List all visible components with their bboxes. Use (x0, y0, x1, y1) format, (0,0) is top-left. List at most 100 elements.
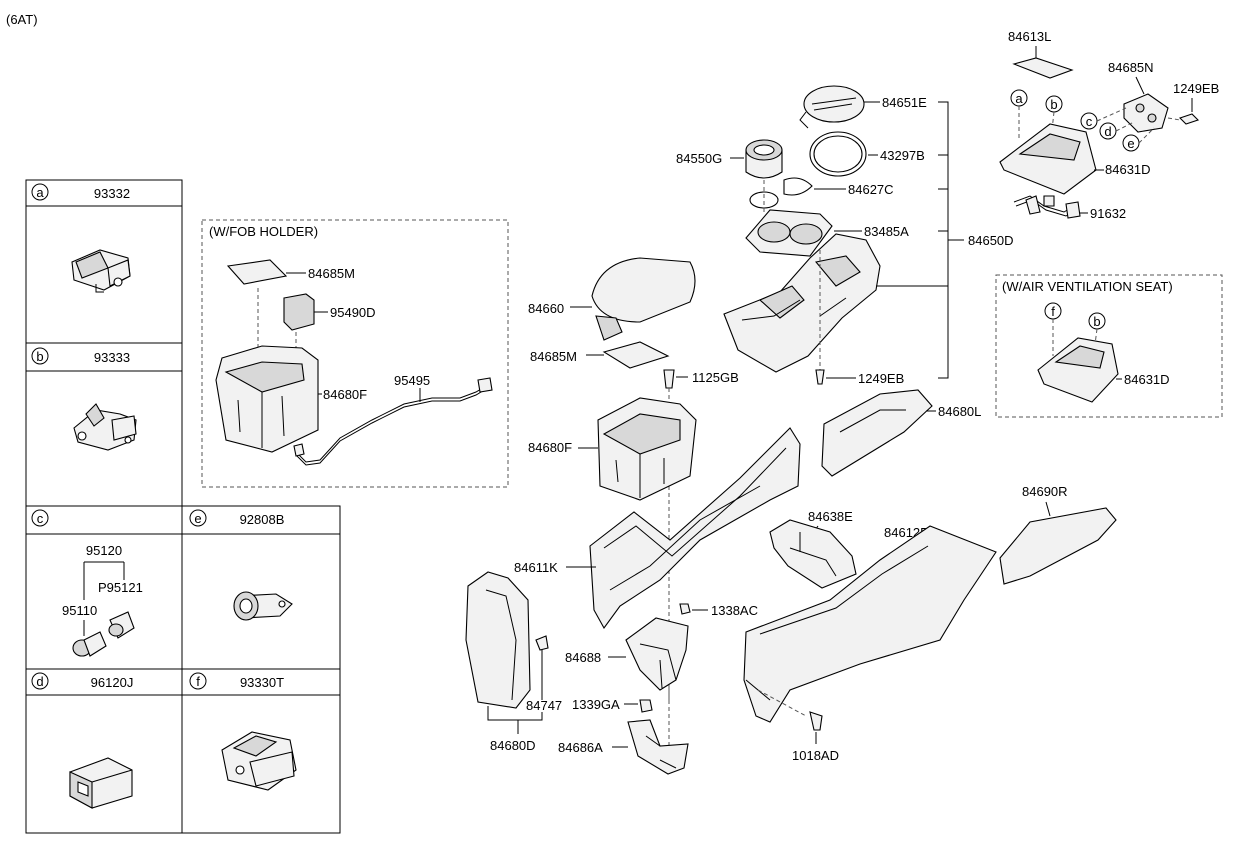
fob-holder-shape (283, 293, 315, 331)
legend-item-f: f 93330T (189, 672, 297, 791)
screw-1249EB-mid-shape (815, 369, 825, 385)
trim-84613L-shape (1012, 57, 1074, 79)
air-letter-b: b (1093, 314, 1100, 329)
callout-84680L: 84680L (938, 404, 981, 419)
usb-jack-icon (69, 757, 133, 809)
legend-sub-p95121: P95121 (98, 580, 143, 595)
fob-callout-95495: 95495 (394, 373, 430, 388)
switch-panel-84685N-shape (1123, 93, 1169, 133)
console-side-84612P-shape (743, 525, 997, 723)
callout-84685N: 84685N (1108, 60, 1154, 75)
socket-92808b-icon (233, 591, 293, 621)
callout-84660: 84660 (528, 301, 564, 316)
callout-84638E: 84638E (808, 509, 853, 524)
callout-84613L: 84613L (1008, 29, 1051, 44)
bracket-84686A-shape (627, 719, 689, 775)
nut-1339GA-shape (639, 699, 653, 713)
legend-item-a: a 93332 (31, 183, 131, 293)
legend-part-e: 92808B (240, 512, 285, 527)
callout-84611K: 84611K (514, 560, 558, 575)
callout-84550G: 84550G (676, 151, 722, 166)
top-letter-c: c (1086, 114, 1093, 129)
callout-1249EB-mid: 1249EB (858, 371, 904, 386)
fob-holder-group: (W/FOB HOLDER) 84685M 95490D 84680F 9549… (201, 219, 509, 488)
legend-item-e: e 92808B (189, 509, 293, 621)
callout-84650D: 84650D (968, 233, 1014, 248)
legend-part-b: 93333 (94, 350, 130, 365)
top-letter-d: d (1104, 124, 1111, 139)
screw-1018AD-shape (809, 711, 823, 731)
legend-part-a: 93332 (94, 186, 130, 201)
callout-84680D: 84680D (490, 738, 536, 753)
callout-84680F: 84680F (528, 440, 572, 455)
callout-84685M: 84685M (530, 349, 577, 364)
console-upper-panel-shape (723, 233, 881, 373)
callout-84627C: 84627C (848, 182, 894, 197)
ring-43297B-shape (809, 131, 867, 177)
legend-letter-d: d (36, 674, 43, 689)
fob-holder-label: (W/FOB HOLDER) (209, 224, 318, 239)
callout-84686A: 84686A (558, 740, 603, 755)
top-letter-b: b (1050, 97, 1057, 112)
legend-letter-f: f (196, 674, 200, 689)
cover-84651E-shape (799, 85, 865, 129)
air-vent-group: (W/AIR VENTILATION SEAT) f b 84631D (995, 274, 1223, 418)
legend-item-c: c 95120 P95121 95110 (31, 509, 143, 657)
fob-callout-84685M: 84685M (308, 266, 355, 281)
console-84611K-shape (589, 427, 801, 630)
callout-1249EB-top: 1249EB (1173, 81, 1219, 96)
side-panels-group: 84680L 84690R 84638E 84612P 1018AD (743, 389, 1117, 763)
callout-83485A: 83485A (864, 224, 909, 239)
fob-callout-84680F: 84680F (323, 387, 367, 402)
bracket-84688-shape (625, 617, 689, 691)
screw-1249EB-top-shape (1178, 113, 1200, 125)
legend-letter-b: b (36, 349, 43, 364)
callout-1339GA: 1339GA (572, 697, 620, 712)
callout-84690R: 84690R (1022, 484, 1068, 499)
fob-harness-shape (293, 377, 493, 466)
callout-1125GB: 1125GB (692, 370, 739, 385)
legend-sub-95120: 95120 (86, 543, 122, 558)
cupholder-83485A-shape (745, 209, 833, 257)
top-letter-a: a (1015, 91, 1023, 106)
top-letter-e: e (1127, 136, 1134, 151)
fob-callout-95490D: 95490D (330, 305, 376, 320)
bezel-84631D-shape (999, 123, 1097, 195)
legend-item-d: d 96120J (31, 672, 133, 809)
air-callout-84631D: 84631D (1124, 372, 1170, 387)
cupholder-insert-84550G-shape (745, 139, 783, 179)
side-cover-84680D-shape (465, 571, 531, 709)
callout-1338AC: 1338AC (711, 603, 758, 618)
callout-1018AD: 1018AD (792, 748, 839, 763)
armrest-84660-shape (591, 257, 696, 341)
lower-console-group: 84611K 1338AC 84688 1339GA 84686A 84747 … (465, 427, 801, 775)
legend-letter-c: c (37, 511, 44, 526)
harness-91632-shape (1013, 195, 1081, 219)
legend-sub-95110: 95110 (62, 603, 97, 618)
legend-letter-e: e (194, 511, 201, 526)
panel-84690R-shape (999, 507, 1117, 585)
clip-84747-shape (535, 635, 549, 651)
callout-84747: 84747 (526, 698, 562, 713)
switch-93333-icon (73, 403, 137, 451)
fob-storage-box-shape (215, 345, 319, 453)
storage-box-84680F-shape (597, 397, 697, 501)
panel-84680L-shape (821, 389, 933, 477)
legend-item-b: b 93333 (31, 347, 137, 451)
callout-43297B: 43297B (880, 148, 925, 163)
switch-93330t-icon (221, 731, 297, 791)
nut-1338AC-shape (679, 603, 691, 615)
bracket-84638E-shape (769, 519, 857, 589)
fob-pad-shape (226, 259, 288, 285)
switch-bezel-group: 84613L 84685N 1249EB a b c d e 84631D (999, 29, 1219, 221)
legend-letter-a: a (36, 185, 44, 200)
power-outlet-icon (72, 611, 135, 657)
mat-84627C-shape (783, 177, 813, 196)
callout-84688: 84688 (565, 650, 601, 665)
legend-part-f: 93330T (240, 675, 284, 690)
legend-table (25, 179, 341, 834)
screw-1125GB-shape (663, 369, 675, 389)
air-letter-f: f (1051, 304, 1055, 319)
air-vent-label: (W/AIR VENTILATION SEAT) (1002, 279, 1173, 294)
